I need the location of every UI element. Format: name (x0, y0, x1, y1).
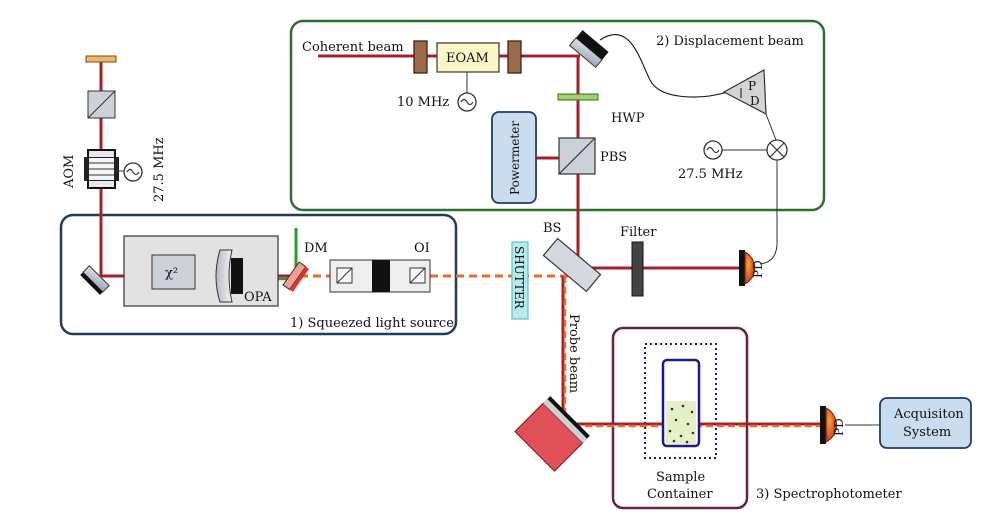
beam-splitter (542, 237, 602, 293)
chi2-crystal (151, 254, 196, 290)
powermeter-label: Powermeter (508, 121, 522, 195)
opa-housing (123, 235, 279, 307)
sample-holder-dotted (644, 343, 717, 459)
chi2-label: χ² (165, 266, 178, 281)
pd-to-mixer-wire (765, 113, 777, 141)
bs-label: BS (543, 221, 561, 236)
mixer-photodiode (722, 69, 767, 116)
homodyne-pd-label: PD (751, 260, 765, 278)
rf-mixer (766, 139, 788, 161)
displacement-beam-label: 2) Displacement beam (656, 34, 804, 49)
shutter[interactable] (511, 241, 529, 320)
rf-source-10mhz (457, 92, 477, 112)
probe-steering-mirror (514, 396, 590, 472)
shutter-label: SHUTTER (512, 246, 526, 310)
pbs-label: PBS (600, 150, 627, 165)
pbs-cube (558, 137, 596, 175)
hwp (557, 93, 599, 101)
displacement-beam-box (289, 19, 826, 212)
optical-isolator (329, 259, 431, 293)
spectrophotometer-box (611, 326, 749, 510)
dm-label: DM (304, 241, 328, 256)
coherent-beam-label: Coherent beam (302, 40, 404, 55)
spectro-photodetector (820, 406, 838, 444)
acq-label-line2: System (903, 425, 951, 440)
spectrophotometer-label: 3) Spectrophotometer (756, 487, 902, 502)
mixer-pd-label-d: D (750, 94, 760, 108)
top-waveplate (85, 55, 117, 63)
displacement-steering-mirror (568, 30, 609, 69)
rf-source-27-5 (703, 140, 723, 160)
top-left-cube (87, 90, 116, 119)
acq-label-line1: Acquisiton (893, 407, 964, 422)
eoam-label: EOAM (446, 51, 489, 66)
homodyne-photodetector (739, 250, 756, 286)
sample-label-line2: Container (647, 487, 713, 502)
aom-frequency-label: 27.5 MHz (152, 137, 167, 202)
eoam-box (436, 42, 500, 73)
hwp-label: HWP (611, 111, 645, 126)
aom-label: AOM (62, 155, 77, 189)
powermeter (491, 111, 537, 204)
opa-output-coupler (215, 249, 243, 303)
cuvette (661, 358, 701, 448)
sample-label-line1: Sample (656, 470, 705, 485)
dichroic-mirror (282, 261, 309, 292)
10mhz-label: 10 MHz (397, 95, 449, 110)
filter (631, 241, 644, 297)
filter-label: Filter (620, 225, 657, 240)
mixer-to-pd-cable (759, 160, 778, 265)
squeezed-source-label: 1) Squeezed light source (290, 316, 454, 331)
eoam-right-polarizer (507, 40, 522, 74)
oi-label: OI (414, 241, 430, 256)
eoam-left-polarizer (413, 40, 428, 74)
opa-label: OPA (244, 290, 272, 305)
aom-device (84, 149, 119, 189)
acquisition-system (879, 397, 972, 449)
mixer-pd-label-p: P (748, 79, 756, 93)
spectro-pd-label: PD (832, 418, 846, 436)
rf-source-aom (123, 162, 143, 182)
27-5mhz-label: 27.5 MHz (678, 167, 743, 182)
left-steering-mirror (80, 265, 110, 295)
pd-cable (599, 34, 729, 98)
probe-beam-label: Probe beam (566, 314, 581, 393)
